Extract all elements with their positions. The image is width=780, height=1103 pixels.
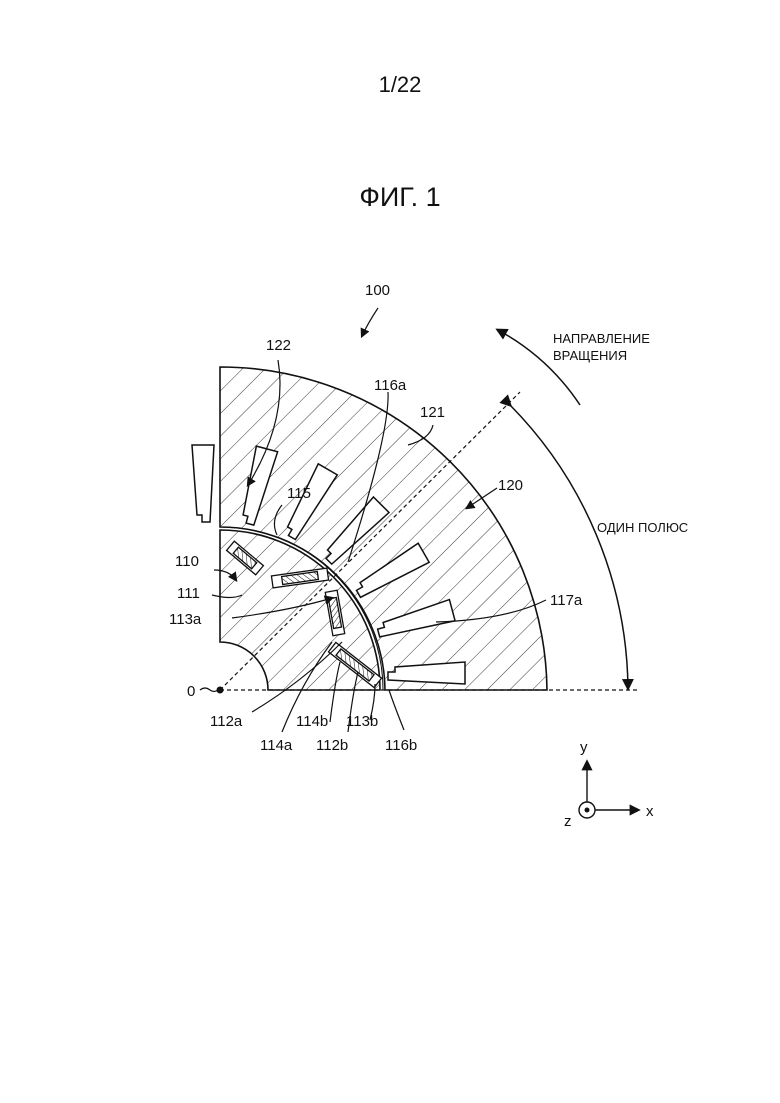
label-origin: 0 (187, 683, 195, 700)
label-bridge-b: 114b (296, 713, 328, 730)
label-magnet-hole-b: 113b (346, 713, 378, 730)
label-rotor: 110 (175, 553, 199, 570)
label-bridge-a: 114a (260, 737, 293, 754)
label-stator-yoke: 121 (420, 404, 445, 421)
label-stator: 120 (498, 477, 523, 494)
label-tooth-tip: 117a (550, 592, 583, 609)
label-stator-core: 122 (266, 337, 291, 354)
one-pole-label: ОДИН ПОЛЮС (597, 520, 688, 535)
axis-x-label: x (646, 803, 654, 820)
label-magnet-hole-a: 113a (169, 611, 202, 628)
label-magnet-a: 112a (210, 713, 243, 730)
label-slot-opening-a: 116a (374, 377, 407, 394)
label-flux-barrier: 115 (287, 485, 311, 502)
label-slot-opening-b: 116b (385, 737, 417, 754)
axis-y-label: y (580, 739, 588, 756)
label-rotor-core: 111 (177, 585, 200, 602)
axis-z-label: z (564, 813, 572, 830)
label-magnet-b: 112b (316, 737, 348, 754)
coordinate-axes: y x z (564, 739, 654, 830)
rotation-direction-line2: ВРАЩЕНИЯ (553, 348, 627, 363)
label-assembly: 100 (365, 282, 390, 299)
rotation-direction-line1: НАПРАВЛЕНИЕ (553, 331, 650, 346)
